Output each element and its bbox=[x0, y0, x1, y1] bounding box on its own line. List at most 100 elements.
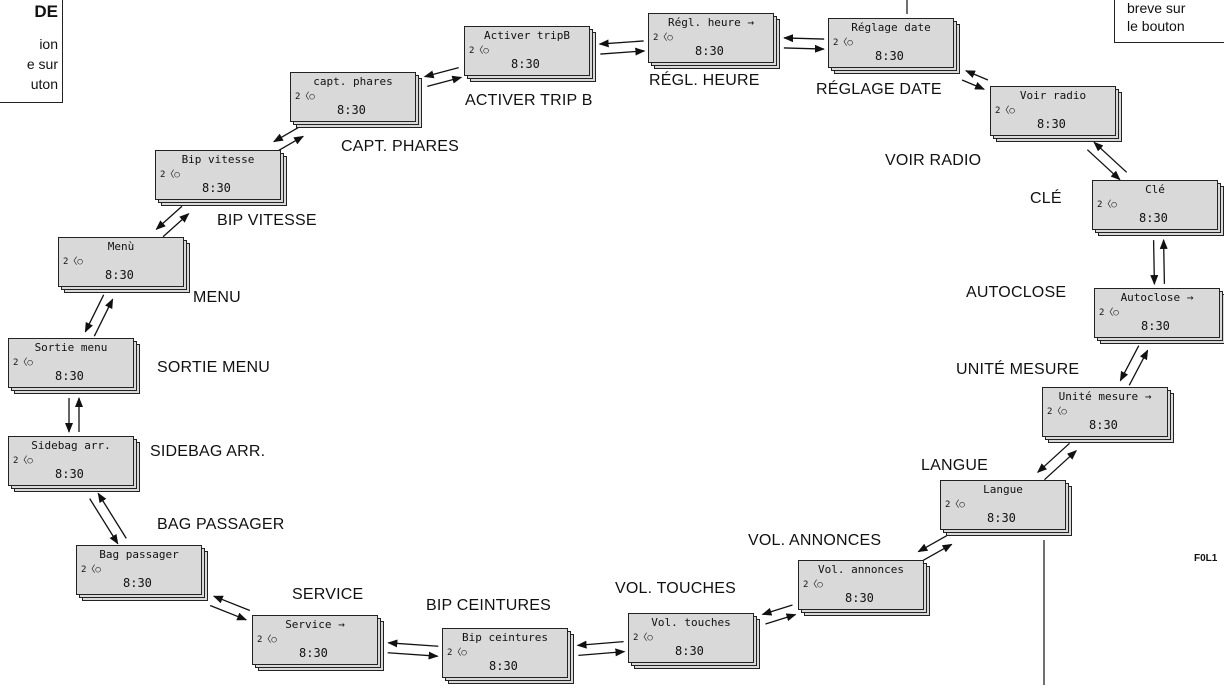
display-screen[interactable]: Service →2〈○8:30 bbox=[252, 615, 384, 671]
screen-title: Bip vitesse bbox=[181, 153, 255, 166]
arrow-forward bbox=[761, 604, 793, 616]
arrow-back bbox=[598, 39, 644, 48]
menu-label: SERVICE bbox=[292, 586, 364, 603]
status-icons: 2〈○ bbox=[945, 500, 965, 510]
display-screen[interactable]: Voir radio 2〈○ 8:30 bbox=[990, 86, 1122, 142]
screen-time: 8:30 bbox=[1037, 117, 1066, 131]
status-icons: 2〈○ bbox=[13, 456, 33, 466]
status-icons: 2〈○ bbox=[257, 635, 277, 645]
arrow-back bbox=[1128, 349, 1149, 386]
display-screen[interactable]: Bip ceintures 2〈○ 8:30 bbox=[442, 628, 574, 684]
arrow-forward bbox=[600, 47, 646, 56]
arrow-forward bbox=[162, 213, 190, 238]
menu-label: VOL. ANNONCES bbox=[748, 532, 882, 549]
legend-line: uton bbox=[30, 76, 58, 92]
legend-box-right: breve sur le bouton bbox=[1114, 0, 1224, 43]
menu-label: RÉGL. HEURE bbox=[649, 72, 760, 89]
arrow-forward bbox=[961, 79, 985, 90]
arrow-back bbox=[578, 648, 626, 657]
display-screen[interactable]: Vol. touches 2〈○ 8:30 bbox=[628, 613, 760, 669]
menu-label: ACTIVER TRIP B bbox=[465, 92, 593, 109]
screen-title: Menù bbox=[107, 240, 135, 253]
status-icons: 2〈○ bbox=[469, 46, 489, 56]
arrow-forward bbox=[97, 492, 127, 539]
screen-title: Langue bbox=[983, 483, 1023, 496]
screen-time: 8:30 bbox=[987, 511, 1016, 525]
menu-label: VOL. TOUCHES bbox=[615, 580, 736, 597]
display-screen[interactable]: Unité mesure →2〈○8:30 bbox=[1042, 387, 1174, 443]
screen-time: 8:30 bbox=[511, 57, 540, 71]
arrow-forward bbox=[1086, 149, 1121, 181]
figure-code: F0L1 bbox=[1194, 553, 1218, 564]
screen-title: Sortie menu bbox=[34, 341, 108, 354]
status-icons: 2〈○ bbox=[1099, 308, 1119, 318]
arrow-back bbox=[1093, 141, 1128, 173]
arrow-back bbox=[155, 205, 183, 230]
display-screen[interactable]: Clé 2〈○ 8:30 bbox=[1092, 180, 1224, 236]
arrow-back bbox=[783, 34, 825, 43]
screen-title: Vol. touches bbox=[651, 616, 731, 629]
arrow-back bbox=[89, 498, 119, 545]
status-icons: 2〈○ bbox=[1097, 200, 1117, 210]
display-screen[interactable]: Activer tripB 2〈○ 8:30 bbox=[464, 26, 596, 82]
screen-title: Clé bbox=[1145, 183, 1165, 196]
screen-title: Bag passager bbox=[99, 548, 179, 561]
status-icons: 2〈○ bbox=[1047, 407, 1067, 417]
legend-line: le bouton bbox=[1127, 18, 1185, 34]
menu-label: MENU bbox=[193, 289, 241, 306]
screen-title: Régl. heure → bbox=[667, 16, 755, 29]
screen-time: 8:30 bbox=[675, 644, 704, 658]
arrow-back bbox=[1044, 450, 1078, 481]
status-icons: 2〈○ bbox=[633, 633, 653, 643]
arrow-forward bbox=[387, 639, 439, 648]
screen-title: Réglage date bbox=[851, 21, 931, 34]
status-icons: 2〈○ bbox=[160, 170, 180, 180]
display-screen[interactable]: Régl. heure →2〈○8:30 bbox=[648, 13, 780, 69]
menu-label: CLÉ bbox=[1030, 190, 1062, 207]
arrow-back bbox=[423, 67, 459, 79]
display-screen[interactable]: Autoclose →2〈○8:30 bbox=[1094, 288, 1224, 344]
screen-time: 8:30 bbox=[845, 591, 874, 605]
status-icons: 2〈○ bbox=[63, 257, 83, 267]
menu-label: BIP CEINTURES bbox=[426, 597, 551, 614]
menu-label: SIDEBAG ARR. bbox=[150, 443, 266, 460]
screen-time: 8:30 bbox=[695, 44, 724, 58]
status-icons: 2〈○ bbox=[447, 648, 467, 658]
arrow-back bbox=[1159, 238, 1168, 284]
arrow-forward bbox=[278, 135, 304, 151]
screen-title: Voir radio bbox=[1019, 89, 1087, 102]
status-icons: 2〈○ bbox=[833, 38, 853, 48]
menu-label: LANGUE bbox=[921, 457, 988, 474]
screen-title: Bip ceintures bbox=[461, 631, 549, 644]
screen-time: 8:30 bbox=[123, 576, 152, 590]
arrow-back bbox=[273, 127, 299, 143]
screen-time: 8:30 bbox=[489, 659, 518, 673]
display-screen[interactable]: Sidebag arr.2〈○8:30 bbox=[8, 436, 140, 492]
arrow-forward bbox=[783, 44, 825, 53]
arrow-back bbox=[387, 651, 439, 660]
screen-time: 8:30 bbox=[1139, 211, 1168, 225]
arrow-back bbox=[765, 613, 797, 625]
status-icons: 2〈○ bbox=[803, 580, 823, 590]
screen-title: Sidebag arr. bbox=[31, 439, 111, 452]
arrow-forward bbox=[917, 535, 948, 553]
screen-title: Autoclose → bbox=[1120, 291, 1194, 304]
screen-time: 8:30 bbox=[337, 103, 366, 117]
legend-line: breve sur bbox=[1127, 0, 1186, 16]
legend-line: e sur bbox=[26, 56, 58, 72]
menu-label: UNITÉ MESURE bbox=[956, 361, 1080, 378]
status-icons: 2〈○ bbox=[995, 106, 1015, 116]
display-screen[interactable]: Langue 2〈○ 8:30 bbox=[940, 480, 1072, 536]
screen-title: capt. phares bbox=[313, 75, 393, 88]
legend-box-left: DE ion e sur uton bbox=[0, 0, 63, 103]
status-icons: 2〈○ bbox=[13, 358, 33, 368]
arrow-forward bbox=[1119, 345, 1140, 382]
screen-title: Activer tripB bbox=[483, 29, 571, 42]
